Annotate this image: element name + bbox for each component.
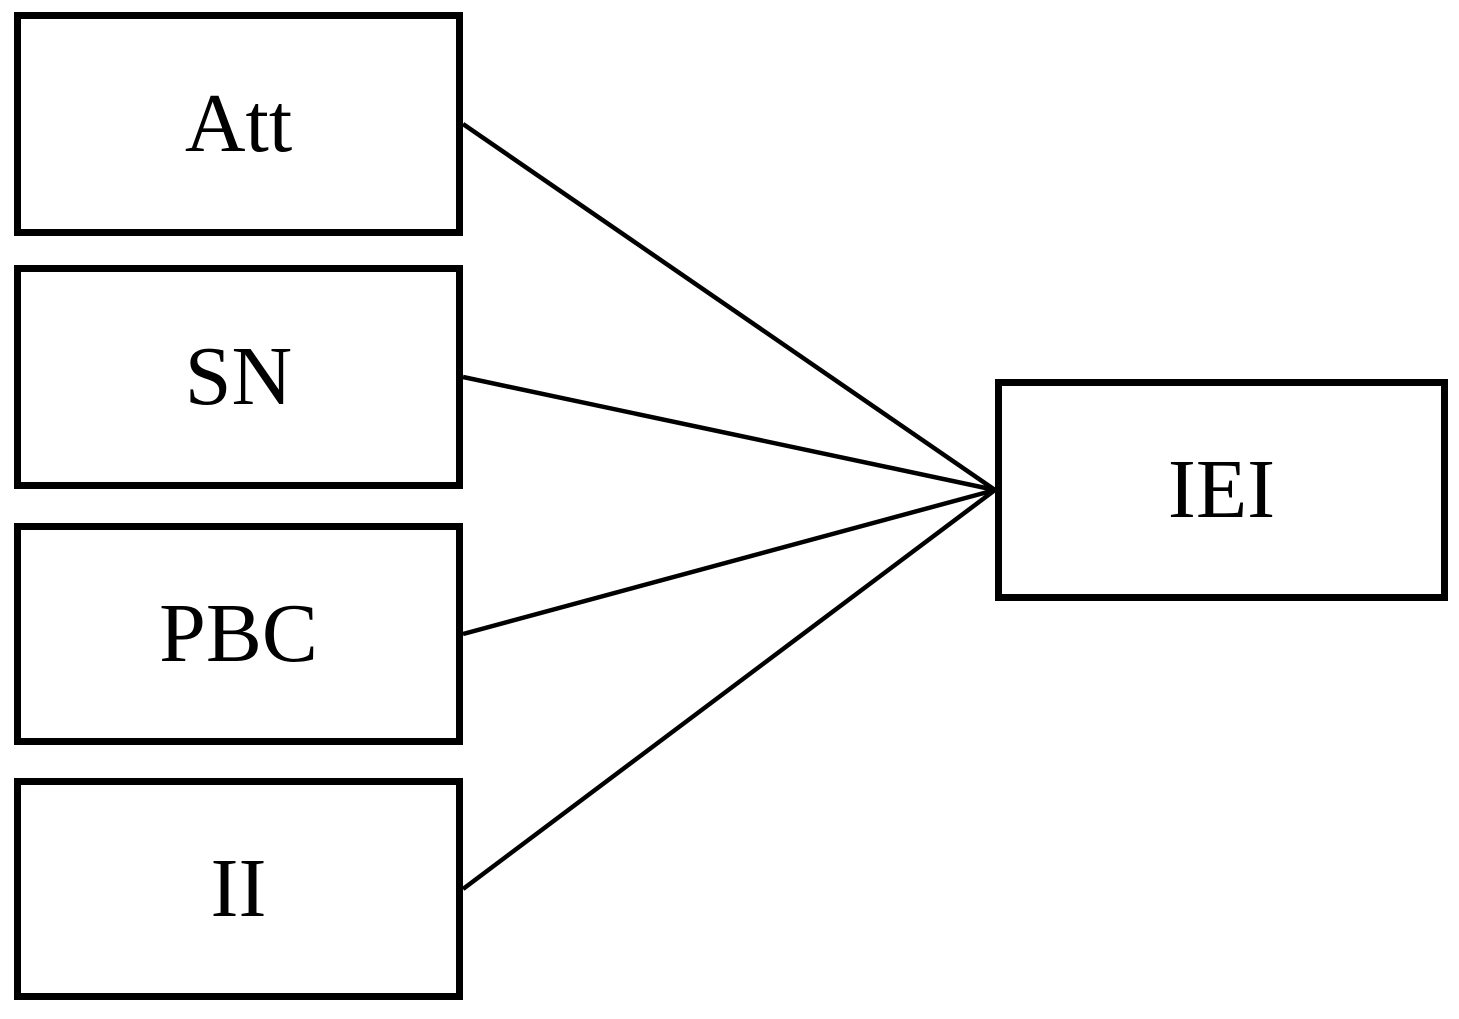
node-sn-label: SN [184,330,293,423]
edge-line-att-iei [461,122,997,492]
edge-line-sn-iei [462,374,996,493]
node-sn: SN [14,265,463,489]
node-att-label: Att [184,77,293,170]
node-pbc-label: PBC [159,587,318,680]
node-pbc: PBC [14,523,463,745]
node-ii-label: II [210,842,267,935]
node-iei-label: IEI [1167,443,1276,536]
node-iei: IEI [995,379,1448,601]
node-ii: II [14,778,463,1000]
node-att: Att [14,12,463,236]
edge-line-ii-iei [461,488,997,891]
edge-line-pbc-iei [462,487,996,637]
